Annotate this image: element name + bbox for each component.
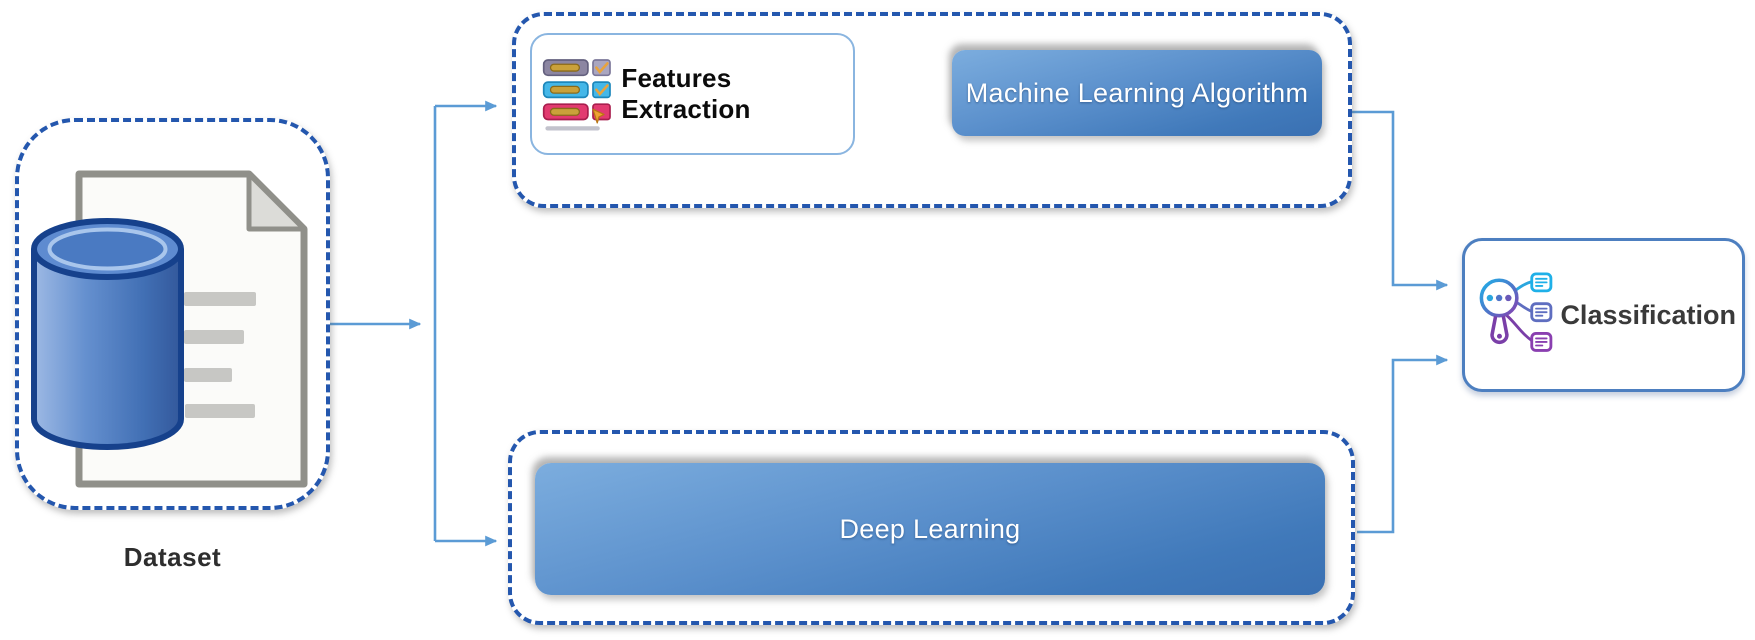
machine-learning-algorithm-node: Machine Learning Algorithm [952,50,1322,136]
features-extraction-label: Features Extraction [621,63,751,124]
magnifier-classify-icon [1479,272,1553,352]
database-document-icon [31,170,308,488]
features-extraction-node: Features Extraction [530,33,855,155]
classification-node: Classification [1462,238,1745,392]
deep-learning-node: Deep Learning [535,463,1325,595]
arrow-ml-to-classification [1352,110,1449,291]
feature-list-icon [542,59,611,131]
dataset-label: Dataset [123,542,222,572]
arrow-dl-to-classification [1357,354,1449,534]
classification-label: Classification [1560,299,1736,330]
machine-learning-algorithm-label: Machine Learning Algorithm [965,77,1309,108]
dataset-node [15,118,330,510]
deep-learning-label: Deep Learning [839,513,1021,544]
